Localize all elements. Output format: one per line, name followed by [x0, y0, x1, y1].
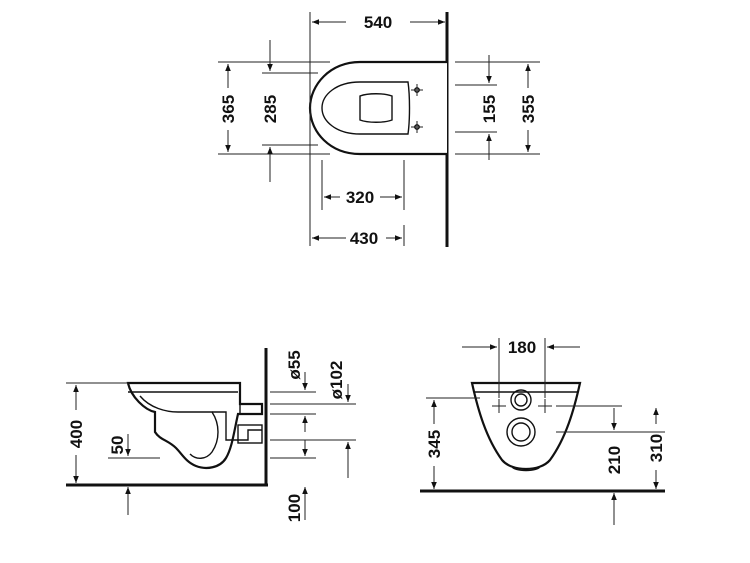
top-view-fixing-cross-lower	[411, 121, 423, 133]
rear-view-inlet	[510, 389, 532, 411]
top-view-bowl-outline	[308, 60, 447, 156]
dim-inlet-height: 210	[605, 446, 624, 474]
dim-height-total: 400	[67, 420, 86, 448]
dim-outlet-diameter: ø102	[327, 361, 346, 400]
dim-fixing-depth: 155	[480, 95, 499, 123]
rear-view: 180 345 210 310	[420, 338, 666, 525]
rear-view-fixing-right	[538, 399, 552, 413]
side-view-toilet-body	[126, 381, 264, 469]
rear-view-outlet	[506, 417, 536, 447]
dim-fixing-height: 345	[425, 430, 444, 458]
side-view: 400 50 100 ø55 ø102	[66, 348, 356, 522]
dim-width-total: 540	[364, 13, 392, 32]
dim-outlet-height: 50	[108, 436, 127, 455]
dim-fixing-spacing: 180	[508, 338, 536, 357]
top-view-fixing-cross-upper	[411, 84, 423, 96]
top-view-bowl-opening	[321, 81, 411, 135]
dim-floor-offset: 100	[285, 494, 304, 522]
dim-outlet-height-rear: 310	[647, 434, 666, 462]
dim-depth-total: 365	[219, 95, 238, 123]
dim-rim-depth: 355	[519, 95, 538, 123]
top-view-flush-outlet	[359, 93, 393, 123]
top-view: 540 430 320 365 285 155 355	[218, 12, 540, 248]
dim-inlet-diameter: ø55	[285, 350, 304, 379]
dim-width-opening: 320	[346, 188, 374, 207]
dim-depth-opening: 285	[261, 95, 280, 123]
dim-width-bowl: 430	[350, 229, 378, 248]
rear-view-fixing-left	[492, 399, 506, 413]
